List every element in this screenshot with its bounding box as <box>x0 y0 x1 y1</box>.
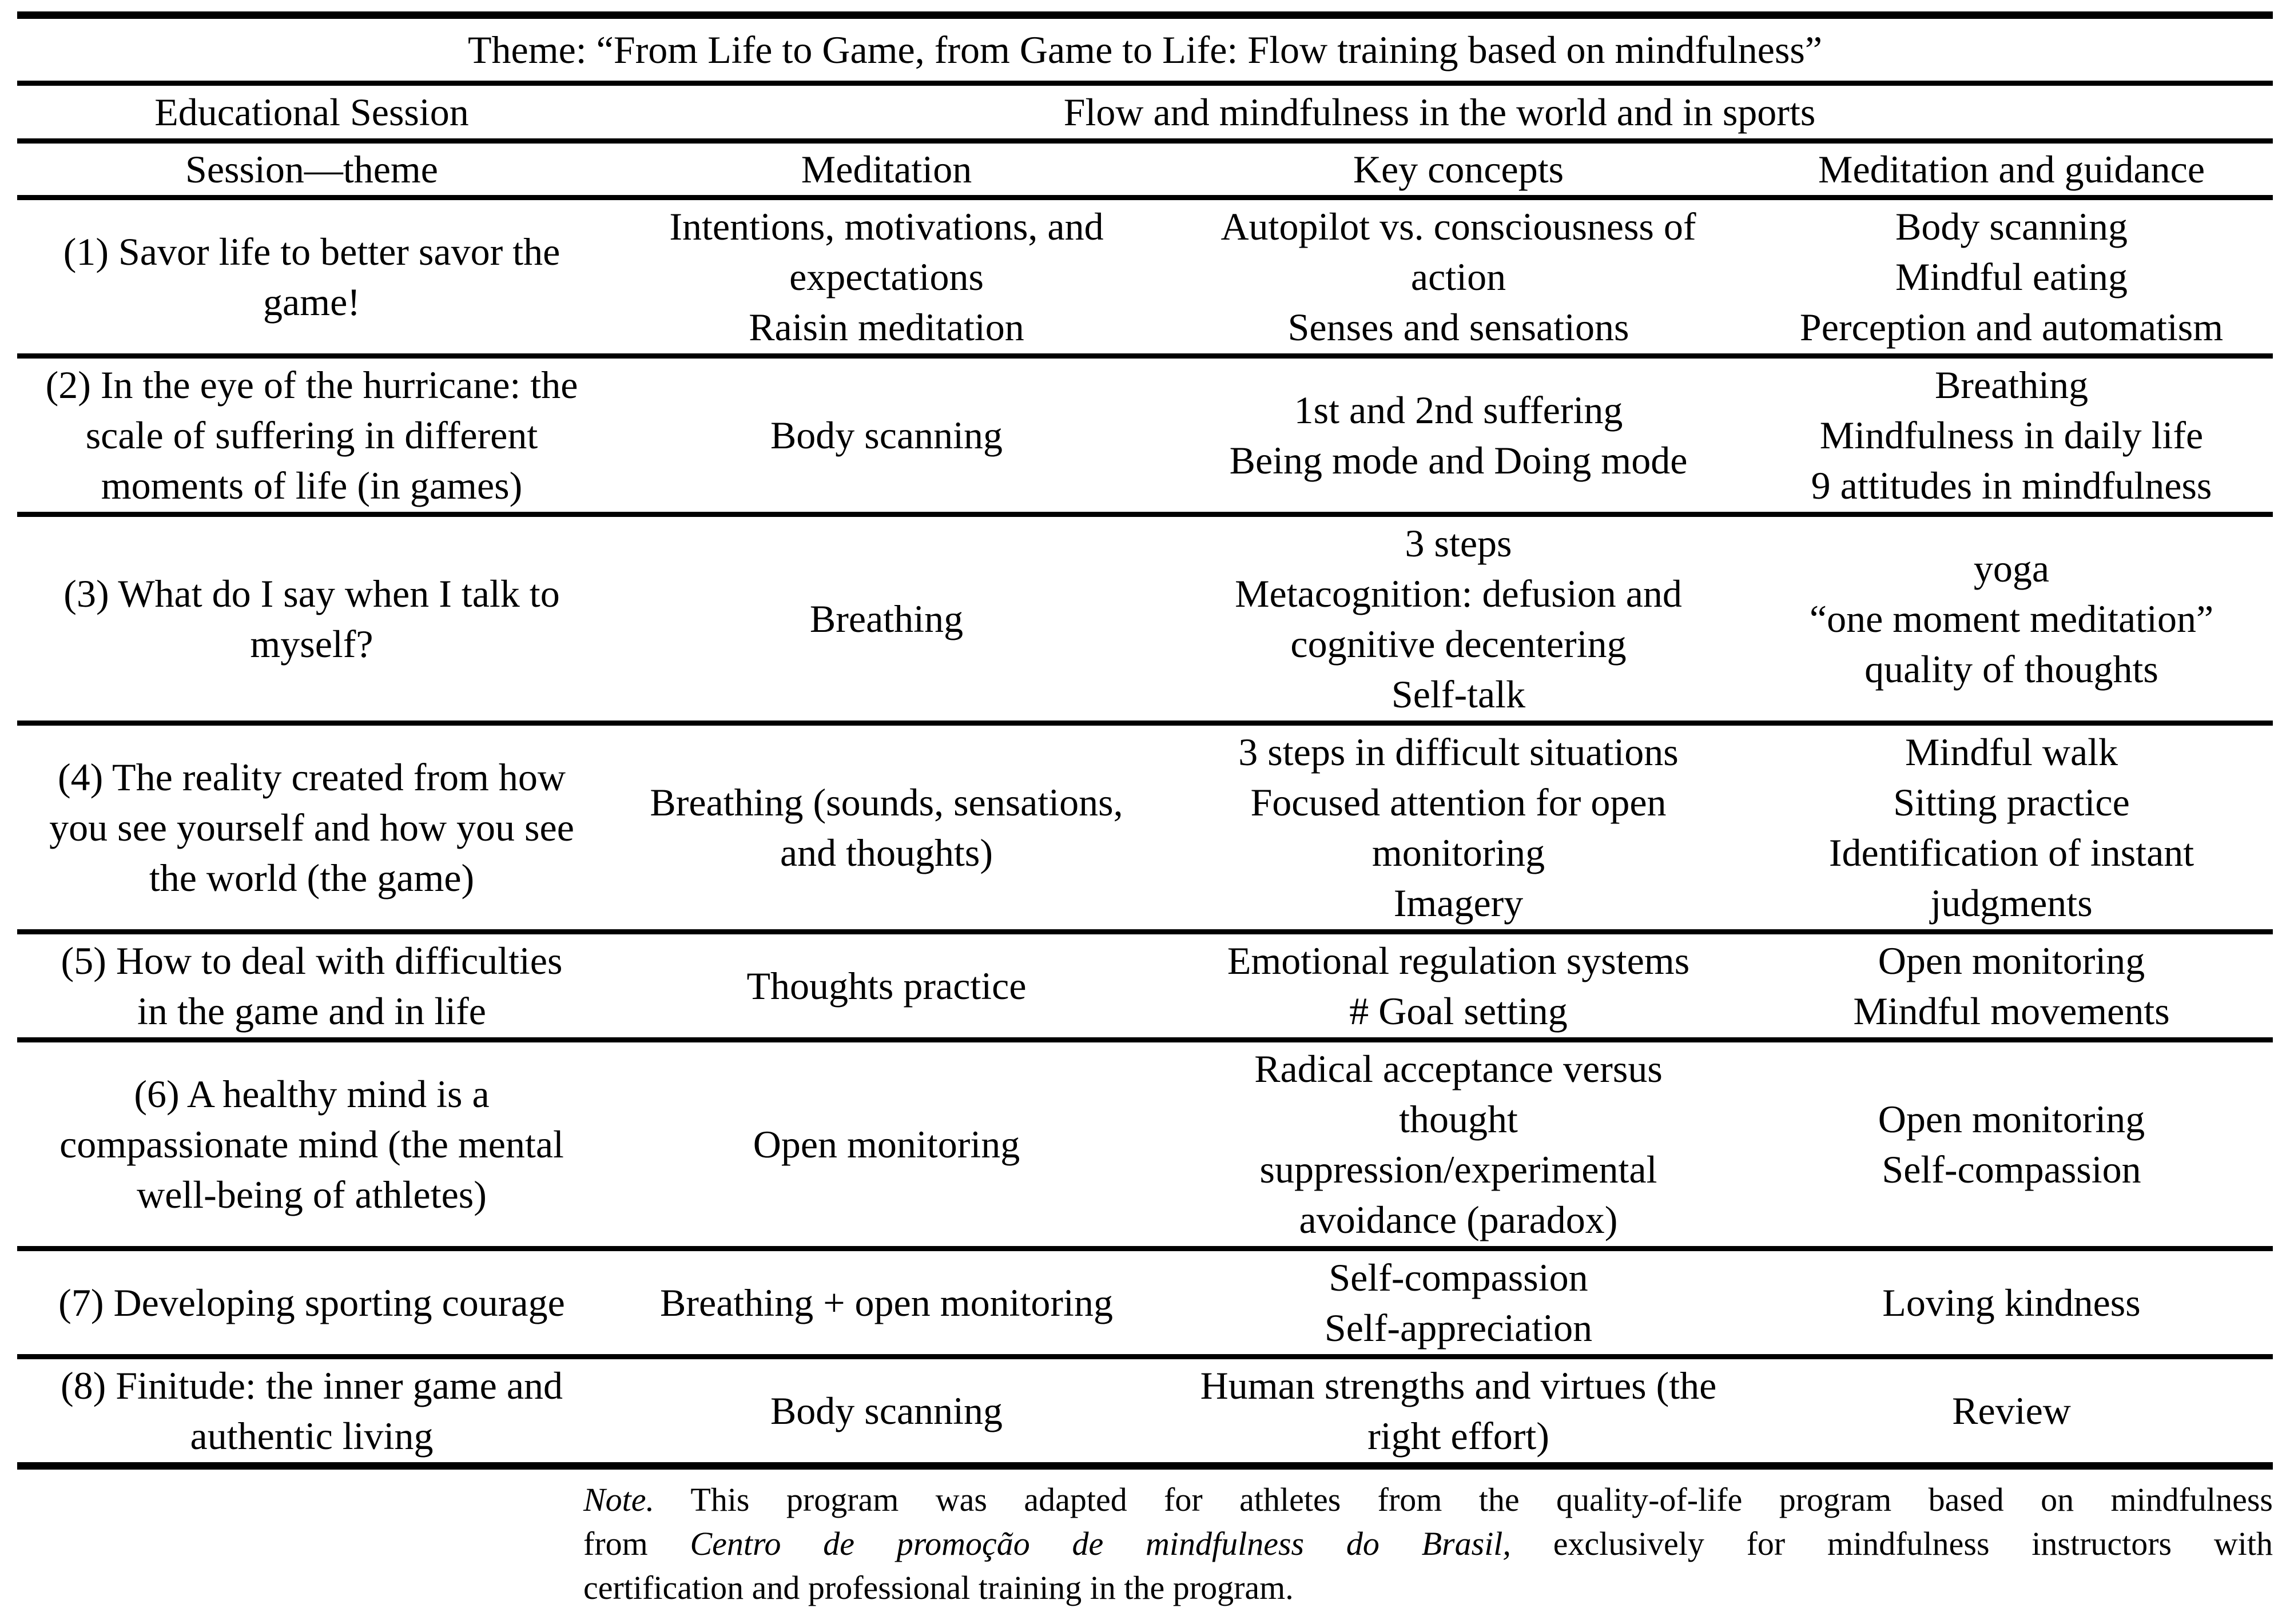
meditation-guidance-cell: Open monitoring Self-compassion <box>1750 1040 2273 1251</box>
key-concepts-cell: Autopilot vs. consciousness of action Se… <box>1167 197 1750 359</box>
column-header-session-theme: Session—theme <box>17 141 606 200</box>
key-concepts-cell: 1st and 2nd suffering Being mode and Doi… <box>1167 356 1750 517</box>
note-text-2a: from <box>583 1525 690 1562</box>
note-text-2b: exclusively for mindfulness instructors … <box>1510 1525 2273 1562</box>
table-theme-row: Theme: “From Life to Game, from Game to … <box>17 15 2273 86</box>
meditation-cell: Open monitoring <box>606 1040 1167 1251</box>
meditation-guidance-cell: yoga “one moment meditation” quality of … <box>1750 514 2273 726</box>
session-theme-cell: (7) Developing sporting courage <box>17 1248 606 1359</box>
meditation-cell: Breathing (sounds, sensations, and thoug… <box>606 723 1167 934</box>
key-concepts-cell: Emotional regulation systems # Goal sett… <box>1167 932 1750 1042</box>
session-row-5: (5) How to deal with difficulties in the… <box>17 932 2273 1042</box>
note-line-2: from Centro de promoção de mindfulness d… <box>583 1522 2273 1566</box>
note-text-1: This program was adapted for athletes fr… <box>654 1481 2273 1518</box>
group-header-educational-session: Educational Session <box>17 83 606 144</box>
meditation-cell: Body scanning <box>606 356 1167 517</box>
column-header-row: Session—theme Meditation Key concepts Me… <box>17 141 2273 200</box>
session-row-2: (2) In the eye of the hurricane: the sca… <box>17 356 2273 517</box>
session-theme-cell: (4) The reality created from how you see… <box>17 723 606 934</box>
column-header-meditation-guidance: Meditation and guidance <box>1750 141 2273 200</box>
table-theme-title: Theme: “From Life to Game, from Game to … <box>17 15 2273 86</box>
meditation-guidance-cell: Open monitoring Mindful movements <box>1750 932 2273 1042</box>
session-theme-cell: (6) A healthy mind is a compassionate mi… <box>17 1040 606 1251</box>
note-label: Note. <box>583 1481 655 1518</box>
session-row-1: (1) Savor life to better savor the game!… <box>17 197 2273 359</box>
mindfulness-program-table: Theme: “From Life to Game, from Game to … <box>17 11 2273 1470</box>
group-header-row: Educational Session Flow and mindfulness… <box>17 83 2273 144</box>
meditation-cell: Breathing + open monitoring <box>606 1248 1167 1359</box>
key-concepts-cell: Self-compassion Self-appreciation <box>1167 1248 1750 1359</box>
key-concepts-cell: Radical acceptance versus thought suppre… <box>1167 1040 1750 1251</box>
note-line-3: certification and professional training … <box>583 1569 1294 1606</box>
session-theme-cell: (5) How to deal with difficulties in the… <box>17 932 606 1042</box>
meditation-guidance-cell: Mindful walk Sitting practice Identifica… <box>1750 723 2273 934</box>
table-note: Note. This program was adapted for athle… <box>583 1478 2273 1610</box>
session-row-4: (4) The reality created from how you see… <box>17 723 2273 934</box>
meditation-guidance-cell: Body scanning Mindful eating Perception … <box>1750 197 2273 359</box>
meditation-guidance-cell: Review <box>1952 1389 2071 1432</box>
session-row-3: (3) What do I say when I talk to myself?… <box>17 514 2273 726</box>
session-row-7: (7) Developing sporting courage Breathin… <box>17 1248 2273 1359</box>
meditation-cell: Body scanning <box>770 1389 1003 1432</box>
note-institution-name: Centro de promoção de mindfulness do Bra… <box>690 1525 1511 1562</box>
meditation-cell: Intentions, motivations, and expectation… <box>606 197 1167 359</box>
key-concepts-cell: Human strengths and virtues (the right e… <box>1200 1364 1717 1458</box>
session-theme-cell: (2) In the eye of the hurricane: the sca… <box>17 356 606 517</box>
session-theme-cell: (3) What do I say when I talk to myself? <box>17 514 606 726</box>
key-concepts-cell: 3 steps Metacognition: defusion and cogn… <box>1167 514 1750 726</box>
meditation-cell: Breathing <box>606 514 1167 726</box>
note-line-1: Note. This program was adapted for athle… <box>583 1478 2273 1522</box>
session-theme-cell: (1) Savor life to better savor the game! <box>17 197 606 359</box>
key-concepts-cell: 3 steps in difficult situations Focused … <box>1167 723 1750 934</box>
meditation-guidance-cell: Loving kindness <box>1750 1248 2273 1359</box>
column-header-key-concepts: Key concepts <box>1167 141 1750 200</box>
session-row-8: (8) Finitude: the inner game and authent… <box>17 1357 2273 1466</box>
column-header-meditation: Meditation <box>606 141 1167 200</box>
session-theme-cell: (8) Finitude: the inner game and authent… <box>60 1364 563 1458</box>
group-header-flow-mindfulness: Flow and mindfulness in the world and in… <box>606 83 2273 144</box>
meditation-cell: Thoughts practice <box>606 932 1167 1042</box>
meditation-guidance-cell: Breathing Mindfulness in daily life 9 at… <box>1750 356 2273 517</box>
session-row-6: (6) A healthy mind is a compassionate mi… <box>17 1040 2273 1251</box>
